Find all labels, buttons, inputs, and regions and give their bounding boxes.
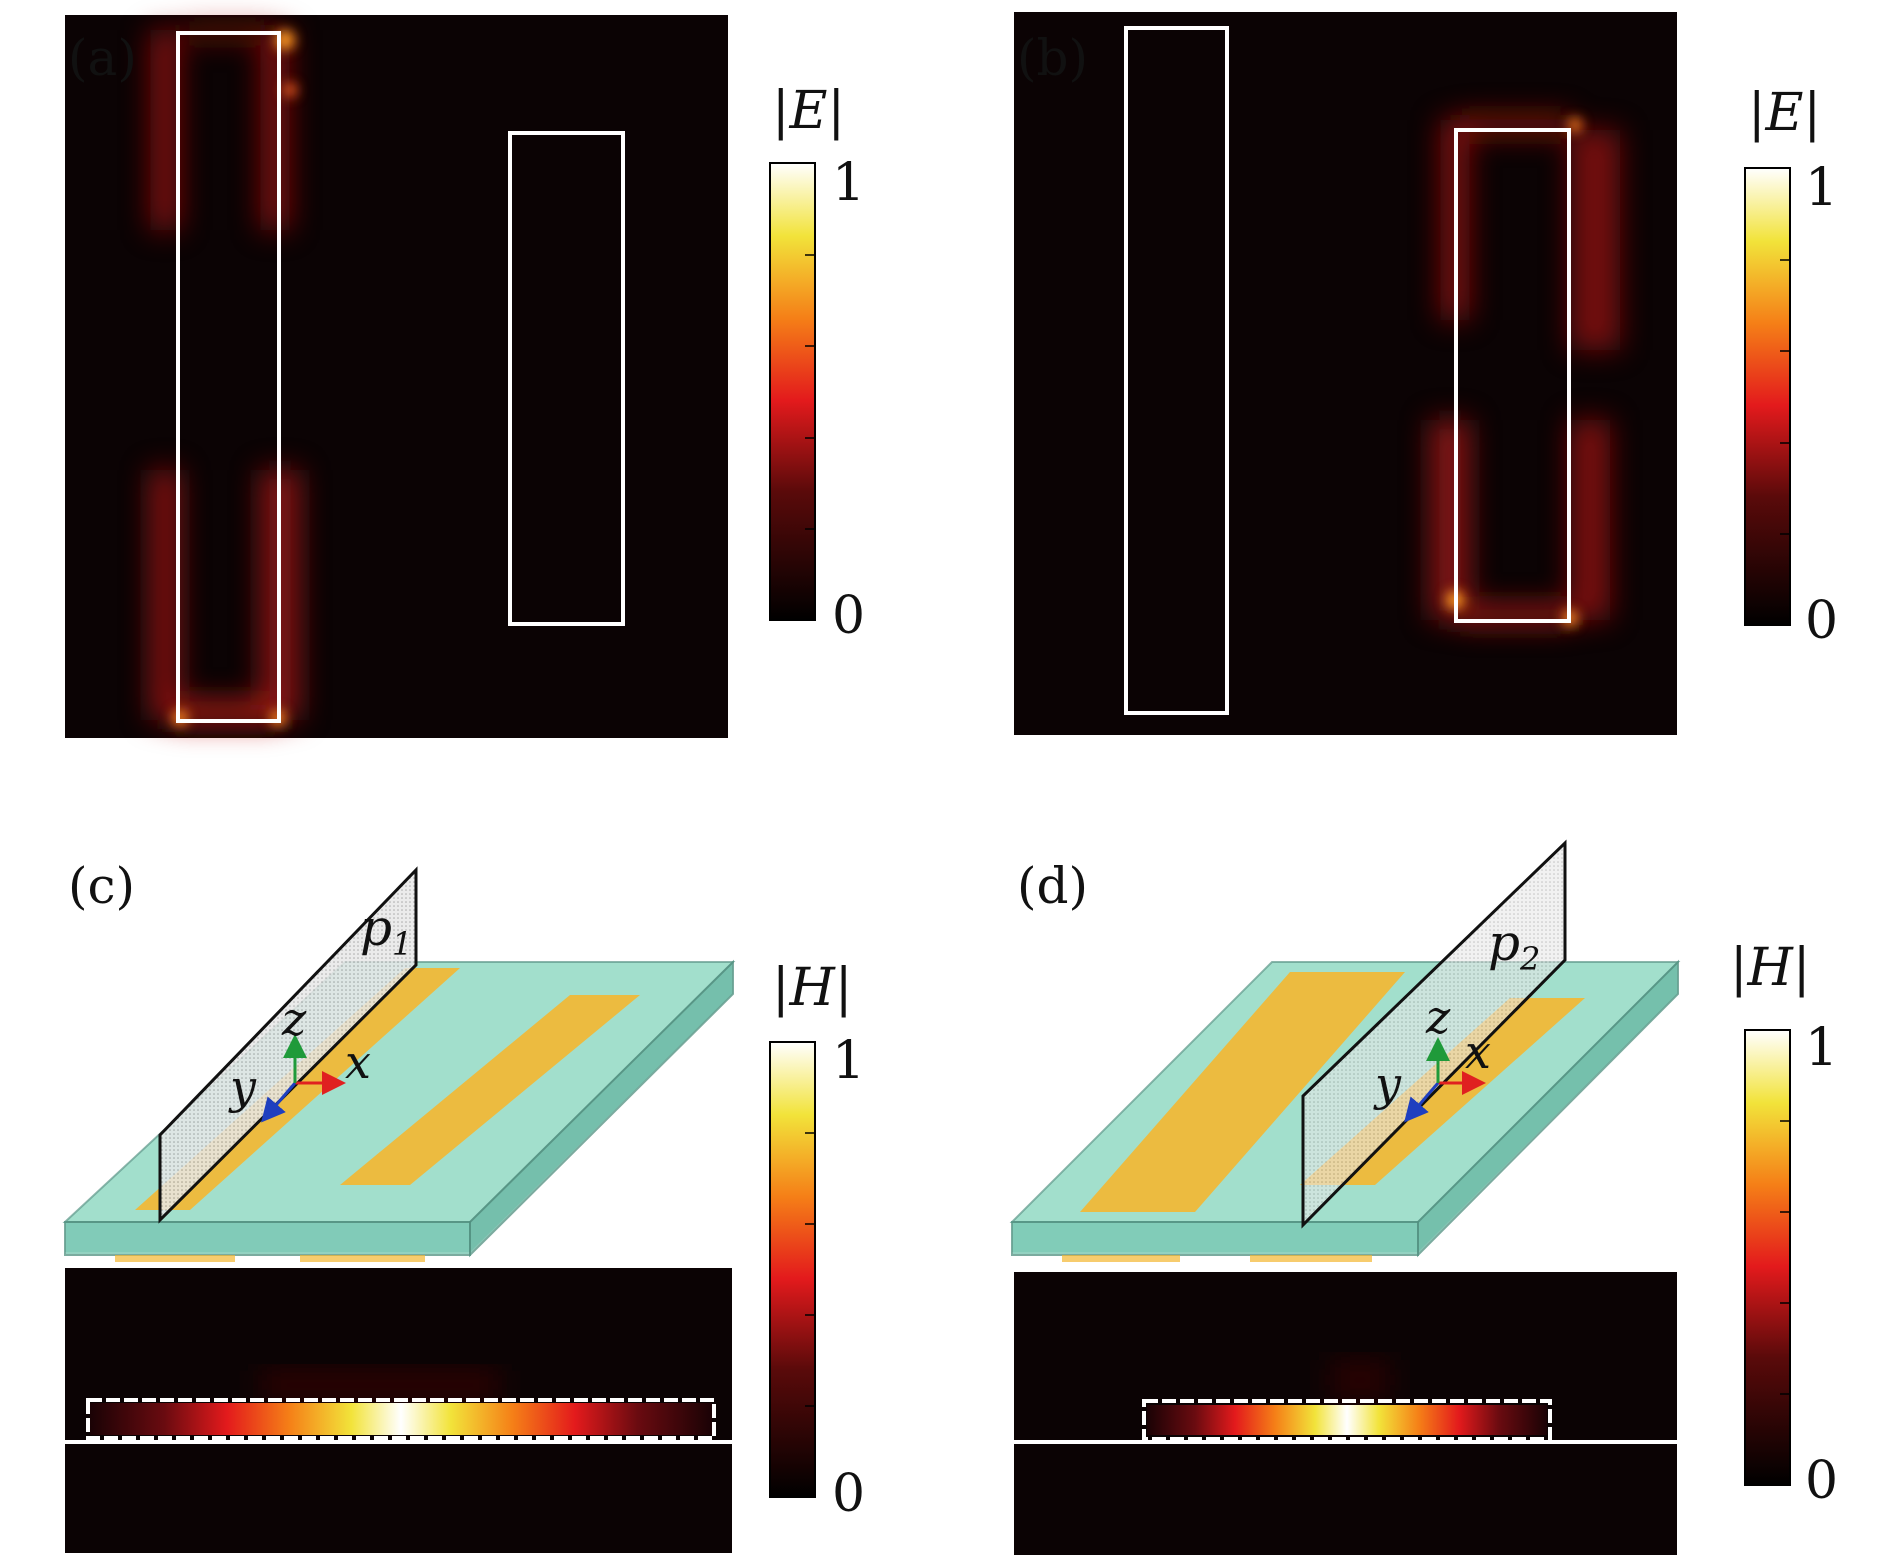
colorbar-ticks-d xyxy=(1780,1120,1790,1395)
axis-triad-d: x y z xyxy=(1373,990,1491,1123)
gold-strip-left-d xyxy=(1080,972,1405,1212)
colorbar-d xyxy=(1744,1029,1791,1486)
cross-section-glow-d xyxy=(1330,1360,1390,1400)
colorbar-title-d: |H| xyxy=(1730,938,1810,998)
axis-z-label-d: z xyxy=(1425,990,1451,1044)
gold-strip-shadow2-d xyxy=(1250,1255,1372,1262)
panel-b: (b) |E| 1 0 xyxy=(1014,12,1838,735)
gold-strip-shadow-d xyxy=(1062,1255,1180,1262)
panel-label-a: (a) xyxy=(68,29,137,87)
panel-label-c: (c) xyxy=(68,857,135,915)
colorbar-ticks-b xyxy=(1780,259,1790,535)
axis-x-label-d: x xyxy=(1465,1025,1491,1079)
colorbar-title-c: |H| xyxy=(772,958,852,1018)
panel-c: (c) p1 x y z xyxy=(62,857,865,1553)
colorbar-max-d: 1 xyxy=(1805,1018,1838,1078)
axis-y-label-d: y xyxy=(1373,1057,1402,1111)
colorbar-ticks-a xyxy=(805,254,815,530)
colorbar-min-c: 0 xyxy=(832,1464,865,1524)
plane-label-p1: p1 xyxy=(360,899,412,963)
panel-label-d: (d) xyxy=(1017,857,1088,915)
axis-triad-c: x y z xyxy=(228,992,371,1123)
strip-outline-c xyxy=(86,1398,716,1440)
field-band-c xyxy=(90,1403,712,1435)
colorbar-min-d: 0 xyxy=(1805,1451,1838,1511)
colorbar-max-c: 1 xyxy=(832,1031,865,1091)
colorbar-ticks-c xyxy=(805,1132,815,1407)
axis-y-label-c: y xyxy=(228,1060,257,1114)
strip-outline-left-b xyxy=(1124,26,1229,715)
cross-section-glow-c xyxy=(260,1370,500,1400)
colorbar-max-b: 1 xyxy=(1805,158,1838,218)
strip-outline-d xyxy=(1142,1399,1552,1441)
cut-plane-p2 xyxy=(1301,839,1567,1229)
strip-outline-right-a xyxy=(508,131,625,626)
colorbar-a xyxy=(769,162,816,621)
strip-outline-left-a xyxy=(176,31,281,723)
panel-label-b: (b) xyxy=(1017,29,1088,87)
gold-strip-shadow-c xyxy=(115,1255,235,1262)
strip-outline-right-b xyxy=(1454,128,1571,623)
colorbar-min-a: 0 xyxy=(832,586,865,646)
colorbar-title-b: |E| xyxy=(1748,83,1821,143)
gold-strip-right-c xyxy=(340,995,640,1185)
gold-strip-shadow2-c xyxy=(300,1255,425,1262)
colorbar-b xyxy=(1744,167,1791,626)
colorbar-c xyxy=(769,1041,816,1498)
plane-label-p2: p2 xyxy=(1488,914,1540,978)
axis-z-label-c: z xyxy=(281,992,307,1046)
colorbar-max-a: 1 xyxy=(832,153,865,213)
panel-a: (a) |E| 1 0 xyxy=(65,15,865,738)
colorbar-min-b: 0 xyxy=(1805,591,1838,651)
panel-d: (d) p2 x y z xyxy=(1009,839,1838,1555)
field-band-d xyxy=(1147,1405,1547,1435)
colorbar-title-a: |E| xyxy=(772,81,845,141)
axis-x-label-c: x xyxy=(345,1035,371,1089)
